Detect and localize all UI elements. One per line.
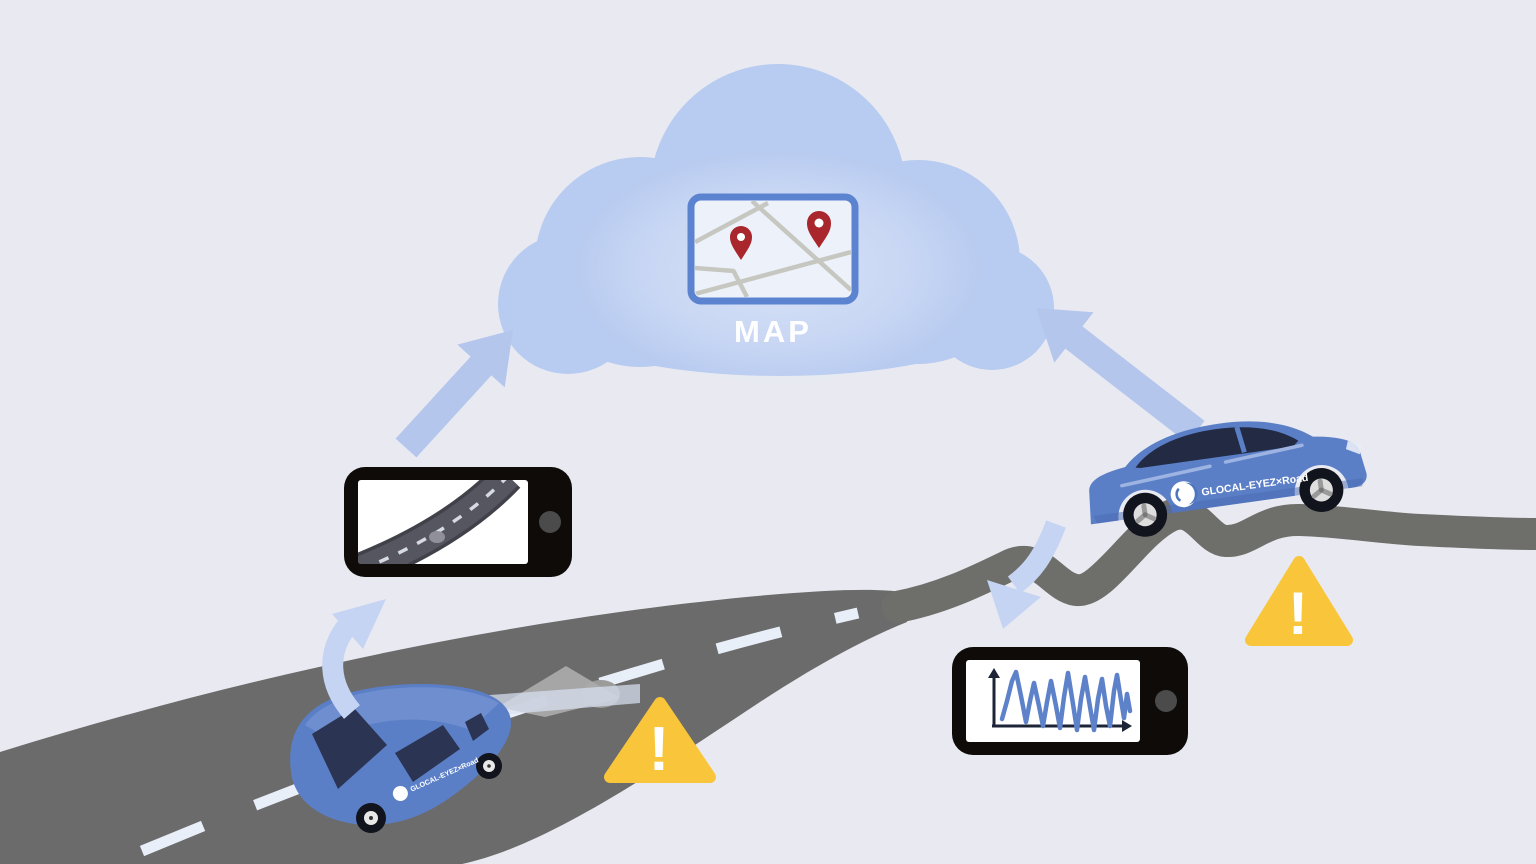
car-right: GLOCAL-EYEZ×Road	[1089, 421, 1367, 537]
map-frame	[687, 193, 859, 305]
car-rear-window	[312, 708, 387, 789]
waveform-icon	[988, 668, 1133, 733]
vibration-waveform	[999, 669, 1133, 733]
upload-arrow-right-icon	[1036, 308, 1205, 444]
cloud-icon: MAP	[498, 64, 1054, 386]
upload-arrow-left-icon	[395, 330, 513, 458]
car-windows	[1135, 427, 1299, 468]
car-wheel	[356, 803, 386, 833]
logo-mark-icon	[1170, 481, 1197, 508]
map-streets	[695, 201, 851, 297]
warning-icon-left: !	[604, 697, 716, 784]
exclamation-mark: !	[649, 715, 670, 784]
car-side-window	[395, 725, 460, 782]
logo-mark-icon	[392, 786, 408, 802]
car-wheel	[1123, 492, 1168, 537]
rough-road	[881, 497, 1536, 623]
camera-phone	[344, 467, 572, 577]
car-wheel	[1299, 467, 1344, 512]
car-pillar	[1234, 426, 1247, 454]
car-side-window	[465, 713, 489, 741]
map-icon	[687, 193, 859, 305]
capture-arrow-left-icon	[322, 599, 386, 719]
capture-arrow-right-icon	[987, 520, 1066, 629]
headlight	[1345, 440, 1362, 455]
car-accent-lines	[1120, 443, 1304, 488]
home-button	[1155, 690, 1177, 712]
warning-icon-right: !	[1245, 556, 1353, 647]
pothole	[429, 531, 445, 543]
road-photo	[358, 480, 521, 564]
home-button	[539, 511, 561, 533]
exclamation-mark: !	[1288, 580, 1308, 647]
map-pin-icon	[807, 211, 831, 248]
map-pin-icon	[730, 226, 752, 260]
sensor-phone	[952, 647, 1188, 755]
map-label: MAP	[734, 314, 812, 349]
car-wheel	[476, 753, 502, 779]
